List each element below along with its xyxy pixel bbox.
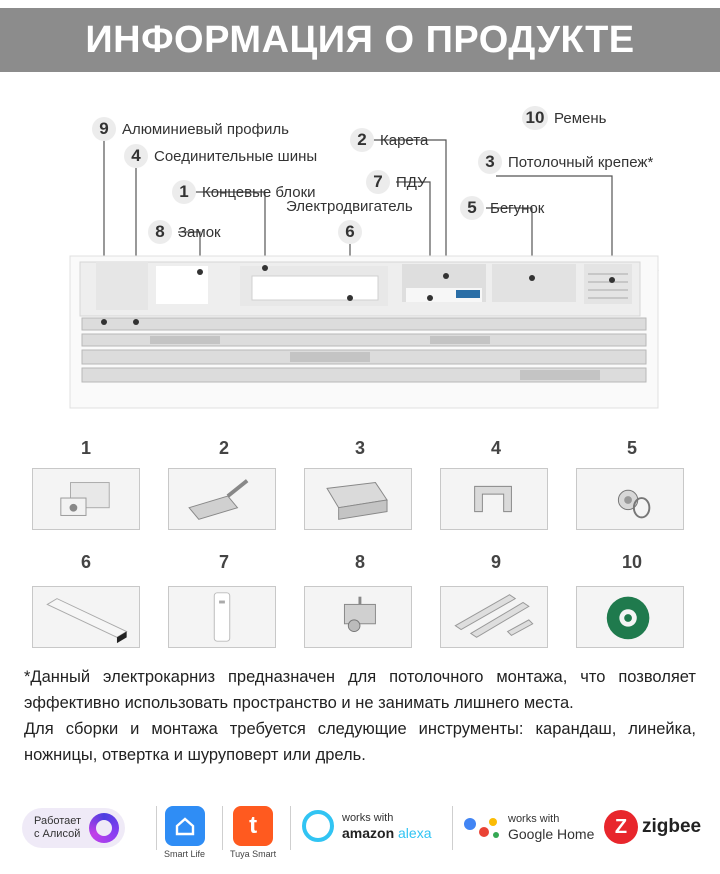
zigbee-label: zigbee: [642, 816, 702, 837]
grid-number: 4: [490, 438, 501, 458]
grid-number: 3: [354, 438, 365, 458]
grid-number: 6: [80, 552, 91, 572]
part-thumb-carriage: [168, 468, 276, 530]
callout-label: ПДУ: [396, 173, 427, 191]
part-thumb-ceiling-mount: [304, 468, 412, 530]
part-thumb-aluminum-profile: [440, 586, 548, 648]
callout-aluminum-profile: 9 Алюминиевый профиль: [92, 117, 289, 141]
grid-number: 9: [490, 552, 501, 572]
logo-google-home: works with Google Home: [462, 812, 594, 842]
callout-label: Концевые блоки: [202, 183, 316, 201]
page-title: ИНФОРМАЦИЯ О ПРОДУКТЕ: [85, 18, 635, 61]
callout-label: Бегунок: [490, 199, 545, 217]
grid-number: 5: [626, 438, 637, 458]
alexa-line1: works with: [342, 812, 394, 824]
alexa-amazon: amazon: [342, 825, 395, 841]
logo-divider: [290, 806, 291, 850]
part-thumb-remote: [168, 586, 276, 648]
callout-number: 2: [350, 128, 374, 152]
alexa-alexa: alexa: [398, 825, 432, 841]
callout-belt: 10 Ремень: [522, 106, 606, 130]
callout-label: Ремень: [554, 109, 607, 127]
alexa-icon: [302, 810, 334, 842]
callout-carriage: 2 Карета: [350, 128, 428, 152]
tuya-label: Tuya Smart: [230, 849, 277, 859]
part-thumb-end-block: [32, 468, 140, 530]
callout-number: 6: [338, 220, 362, 244]
logo-zigbee: Z zigbee: [604, 810, 701, 844]
callout-number: 3: [478, 150, 502, 174]
product-box-illustration: [69, 139, 659, 409]
callout-label: Карета: [380, 131, 429, 149]
callout-remote: 7 ПДУ: [366, 170, 427, 194]
logo-tuya: t Tuya Smart: [230, 806, 276, 859]
google-line1: works with: [508, 813, 560, 825]
callout-number: 8: [148, 220, 172, 244]
logo-divider: [222, 806, 223, 850]
callout-number: 10: [522, 106, 548, 130]
part-thumb-belt: [576, 586, 684, 648]
callout-lock: 8 Замок: [148, 220, 221, 244]
part-thumb-connecting-bar: [440, 468, 548, 530]
callout-number: 7: [366, 170, 390, 194]
callout-motor-label: Электродвигатель: [286, 198, 413, 215]
tuya-icon: t: [233, 806, 274, 846]
callout-motor-number: 6: [338, 220, 362, 244]
callout-number: 1: [172, 180, 196, 204]
google-line2: Google Home: [508, 826, 595, 842]
callout-ceiling-mount: 3 Потолочный крепеж*: [478, 150, 653, 174]
grid-number: 10: [621, 552, 643, 572]
alice-icon: [89, 813, 120, 843]
part-thumb-lock: [304, 586, 412, 648]
google-assistant-icon: [464, 818, 499, 838]
callout-label: Потолочный крепеж*: [508, 153, 654, 171]
callout-label: Замок: [178, 223, 221, 241]
smart-life-label: Smart Life: [164, 849, 206, 859]
alice-line1: Работает: [34, 815, 82, 827]
logo-divider: [452, 806, 453, 850]
title-banner: ИНФОРМАЦИЯ О ПРОДУКТЕ: [0, 8, 720, 72]
logo-divider: [156, 806, 157, 850]
product-note: *Данный электрокарниз предназначен для п…: [24, 664, 696, 768]
callout-label: Соединительные шины: [154, 147, 318, 165]
smart-life-icon: [164, 806, 205, 846]
alice-line2: с Алисой: [34, 828, 81, 840]
callout-number: 5: [460, 196, 484, 220]
callout-runner: 5 Бегунок: [460, 196, 544, 220]
product-diagram: 9 Алюминиевый профиль 4 Соединительные ш…: [0, 80, 720, 440]
callout-connecting-bars: 4 Соединительные шины: [124, 144, 317, 168]
logo-alice: Работает с Алисой: [22, 808, 126, 848]
callout-label: Электродвигатель: [286, 198, 413, 215]
callout-end-blocks: 1 Концевые блоки: [172, 180, 316, 204]
callout-number: 9: [92, 117, 116, 141]
callout-label: Алюминиевый профиль: [122, 120, 289, 138]
grid-number: 8: [354, 552, 365, 572]
callout-number: 4: [124, 144, 148, 168]
note-ceiling-mount: *Данный электрокарниз предназначен для п…: [24, 668, 696, 712]
grid-number: 1: [80, 438, 91, 458]
logo-smart-life: Smart Life: [164, 806, 205, 859]
logo-alexa: works with amazon alexa: [302, 810, 431, 842]
note-tools: Для сборки и монтажа требуется следующие…: [24, 720, 696, 764]
part-thumb-runner: [576, 468, 684, 530]
zigbee-icon: Z: [604, 810, 638, 844]
part-thumb-motor: [32, 586, 140, 648]
grid-number: 2: [218, 438, 229, 458]
grid-number: 7: [218, 552, 229, 572]
